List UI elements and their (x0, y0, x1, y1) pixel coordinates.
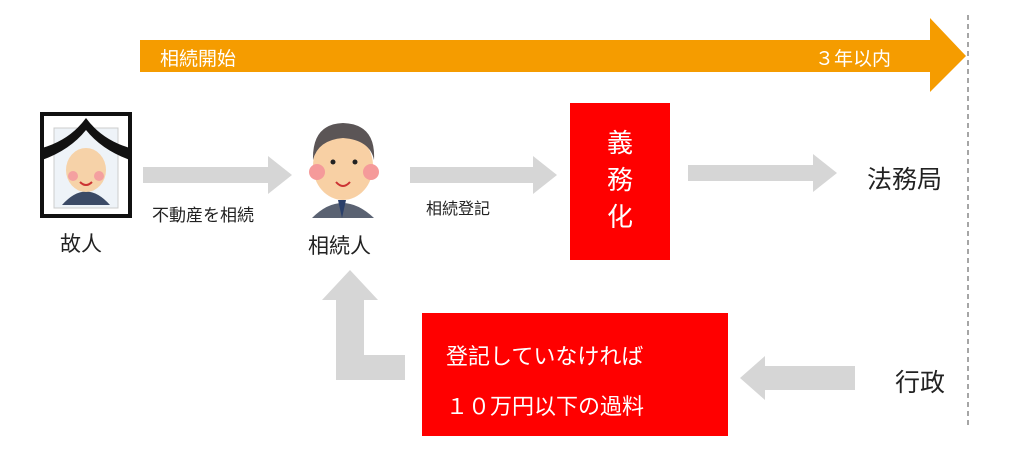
timeline-deadline-label: ３年以内 (815, 48, 892, 70)
return-arrow (322, 270, 405, 380)
heir-label: 相続人 (308, 234, 371, 258)
penalty-box: 登記していなければ １０万円以下の過料 (422, 313, 728, 436)
registration-arrow (410, 156, 557, 194)
notice-arrow (740, 356, 855, 400)
timeline-start-label: 相続開始 (160, 48, 237, 70)
legal-bureau-label: 法務局 (867, 165, 943, 194)
mandatory-char: 義 (606, 129, 633, 159)
administration-label: 行政 (895, 368, 946, 397)
penalty-line-1: 登記していなければ (446, 345, 644, 370)
heir-person-icon (309, 123, 379, 218)
mandatory-char: 務 (606, 166, 633, 196)
inherit-label: 不動産を相続 (152, 206, 254, 226)
registration-label: 相続登記 (426, 199, 491, 218)
deceased-label: 故人 (60, 232, 102, 256)
mandatory-char: 化 (606, 203, 633, 233)
deceased-portrait-icon (40, 112, 132, 218)
penalty-line-2: １０万円以下の過料 (446, 395, 645, 420)
timeline-arrow (140, 18, 966, 92)
inherit-arrow (143, 156, 292, 194)
mandatory-box: 義 務 化 (570, 103, 670, 260)
report-arrow (688, 154, 837, 192)
